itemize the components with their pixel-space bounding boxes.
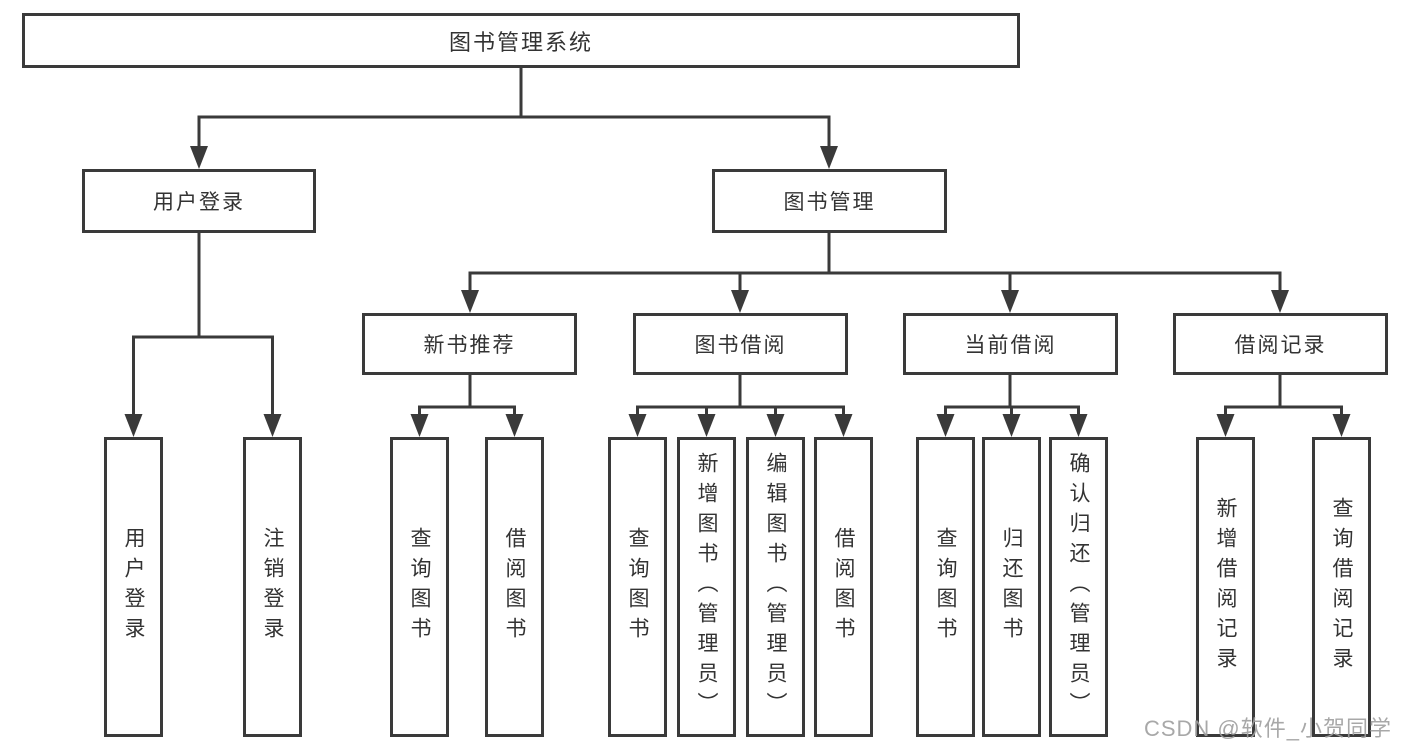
arrowhead-icon: [731, 290, 749, 313]
leaf-logout: 注销登录: [243, 437, 302, 737]
node-label: 新增图书（管理员）: [695, 452, 718, 722]
leaf-user-login: 用户登录: [104, 437, 163, 737]
node-label: 借阅记录: [1234, 334, 1327, 357]
leaf-borrow-books-recommend: 借阅图书: [485, 437, 544, 737]
node-borrowing-records: 借阅记录: [1173, 313, 1388, 375]
leaf-return-books: 归还图书: [982, 437, 1041, 737]
node-label: 归还图书: [1000, 527, 1023, 647]
leaf-query-borrow-record: 查询借阅记录: [1312, 437, 1371, 737]
arrowhead-icon: [834, 414, 853, 437]
node-label: 图书管理: [783, 191, 876, 214]
node-book-management: 图书管理: [712, 169, 947, 233]
arrowhead-icon: [505, 414, 524, 437]
node-label: 图书管理系统: [448, 29, 593, 55]
node-label: 借阅图书: [503, 527, 526, 647]
node-label: 注销登录: [261, 527, 284, 647]
arrowhead-icon: [1002, 414, 1021, 437]
node-root-library-system: 图书管理系统: [22, 13, 1020, 68]
arrowhead-icon: [936, 414, 955, 437]
node-label: 查询图书: [934, 527, 957, 647]
arrowhead-icon: [461, 290, 479, 313]
arrowhead-icon: [1271, 290, 1289, 313]
leaf-add-books-admin: 新增图书（管理员）: [677, 437, 736, 737]
leaf-query-books-borrow: 查询图书: [608, 437, 667, 737]
arrowhead-icon: [190, 146, 208, 169]
node-label: 图书借阅: [694, 334, 787, 357]
arrowhead-icon: [766, 414, 785, 437]
arrowhead-icon: [1332, 414, 1351, 437]
arrowhead-icon: [410, 414, 429, 437]
node-current-borrowing: 当前借阅: [903, 313, 1118, 375]
node-label: 查询图书: [408, 527, 431, 647]
leaf-edit-books-admin: 编辑图书（管理员）: [746, 437, 805, 737]
arrowhead-icon: [628, 414, 647, 437]
arrowhead-icon: [263, 414, 282, 437]
arrowhead-icon: [1069, 414, 1088, 437]
node-label: 用户登录: [122, 527, 145, 647]
arrowhead-icon: [697, 414, 716, 437]
node-label: 查询借阅记录: [1330, 497, 1353, 677]
node-label: 用户登录: [153, 191, 245, 214]
leaf-borrow-books: 借阅图书: [814, 437, 873, 737]
arrowhead-icon: [1001, 290, 1019, 313]
node-new-book-recommendation: 新书推荐: [362, 313, 577, 375]
connector-path: [132, 68, 1343, 416]
node-label: 借阅图书: [832, 527, 855, 647]
node-label: 当前借阅: [964, 334, 1057, 357]
node-label: 新书推荐: [423, 334, 516, 357]
arrowheads: [124, 146, 1351, 437]
arrowhead-icon: [124, 414, 143, 437]
node-book-borrowing: 图书借阅: [633, 313, 848, 375]
node-label: 确认归还（管理员）: [1067, 452, 1090, 722]
node-label: 编辑图书（管理员）: [764, 452, 787, 722]
node-label: 查询图书: [626, 527, 649, 647]
leaf-confirm-return-admin: 确认归还（管理员）: [1049, 437, 1108, 737]
arrowhead-icon: [820, 146, 838, 169]
csdn-watermark: CSDN @软件_小贺同学: [1143, 716, 1392, 741]
node-label: 新增借阅记录: [1214, 497, 1237, 677]
leaf-query-books-recommend: 查询图书: [390, 437, 449, 737]
leaf-add-borrow-record: 新增借阅记录: [1196, 437, 1255, 737]
leaf-query-books-current: 查询图书: [916, 437, 975, 737]
arrowhead-icon: [1216, 414, 1235, 437]
node-user-login: 用户登录: [82, 169, 316, 233]
